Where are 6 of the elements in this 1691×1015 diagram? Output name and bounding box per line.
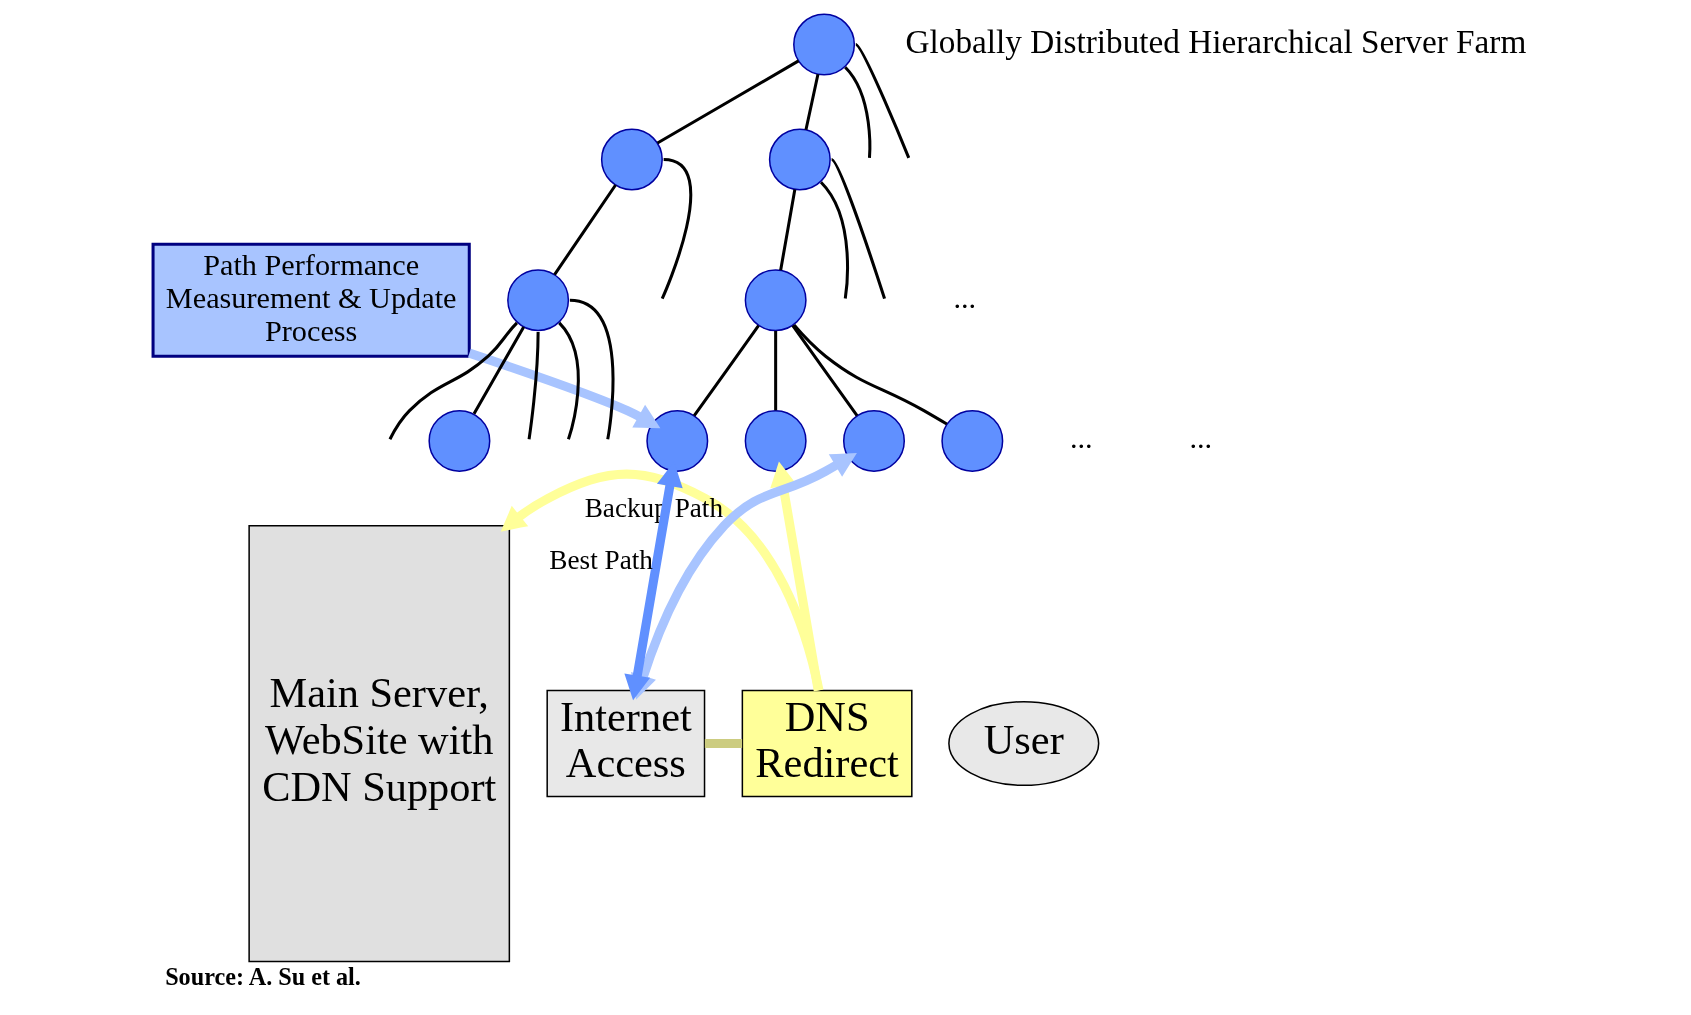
label: ... <box>1069 421 1093 456</box>
label: ... <box>952 280 976 315</box>
label: Globally Distributed Hierarchical Server Farm <box>905 23 1526 60</box>
label: ... <box>1188 421 1212 456</box>
edge-label: Best Path <box>548 544 653 575</box>
caption: Source: A. Su et al. <box>164 963 361 991</box>
